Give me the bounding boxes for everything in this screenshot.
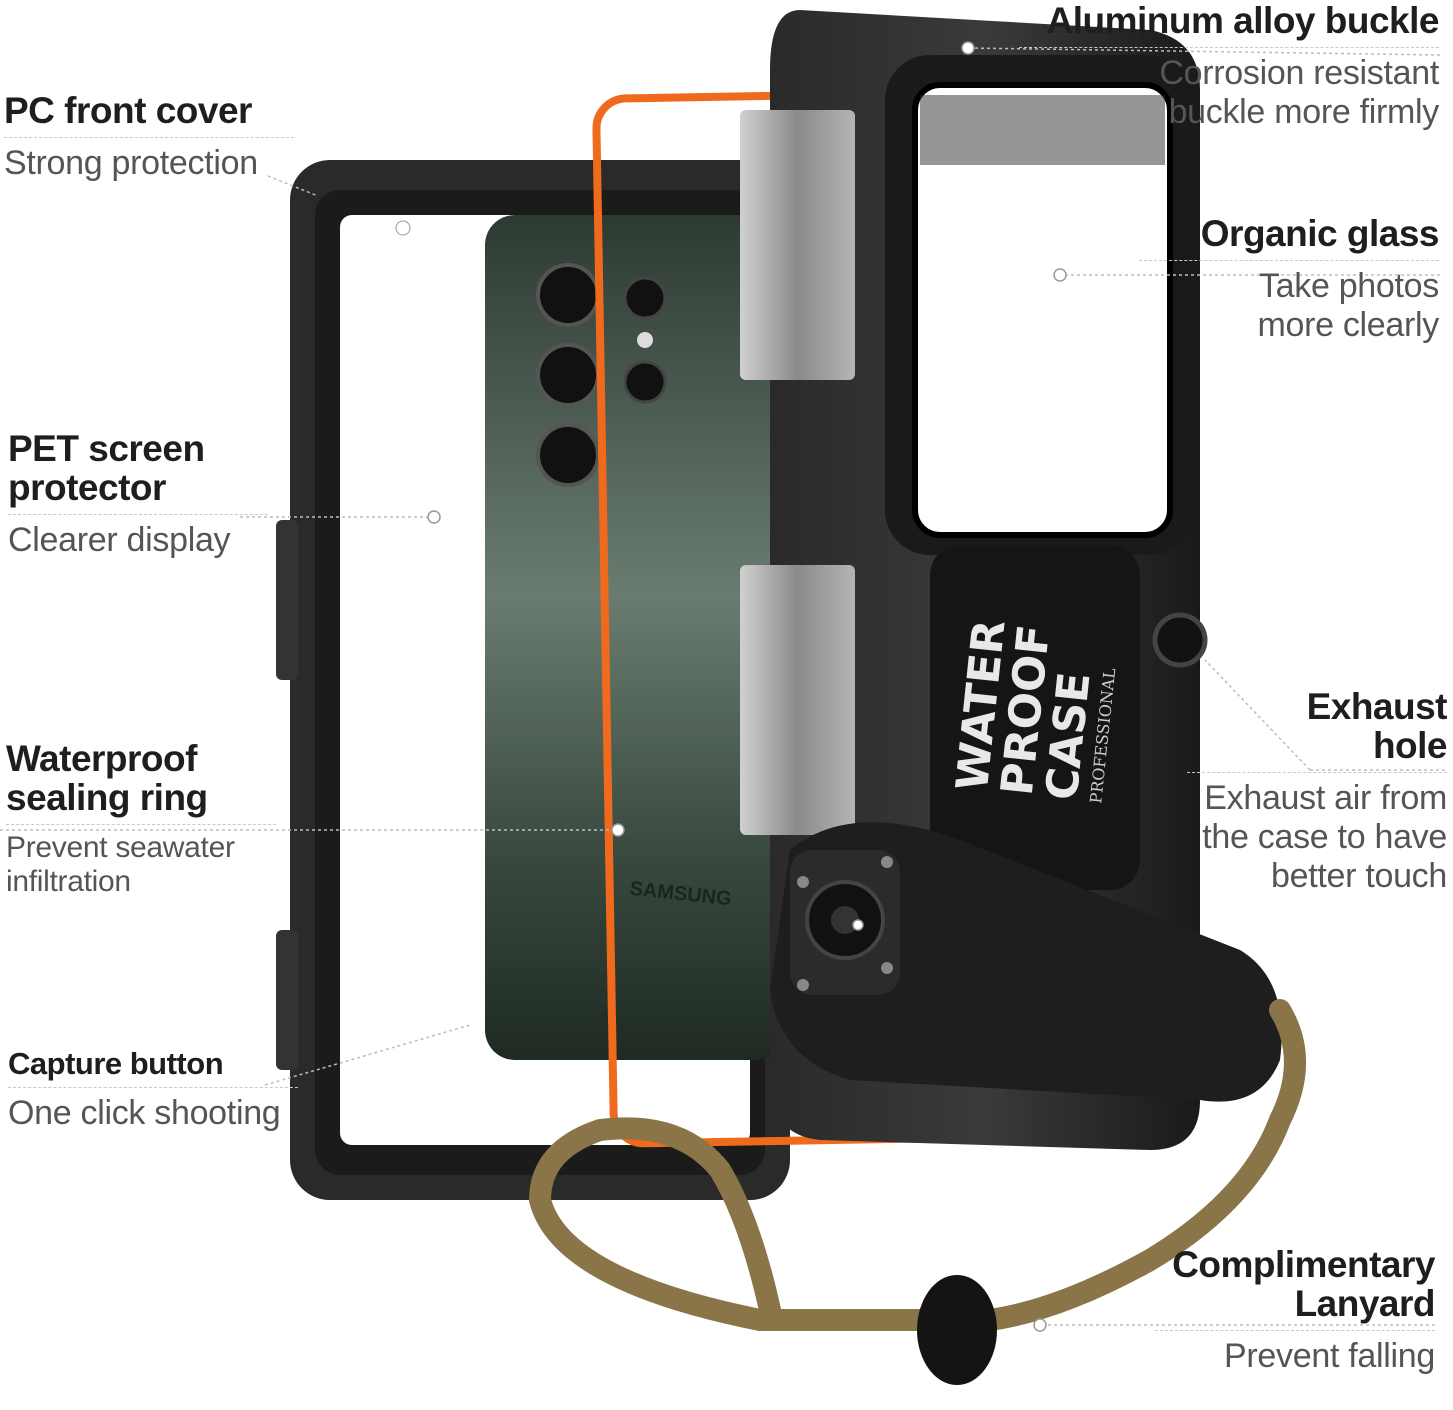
annotation-desc: Corrosion resistant: [1159, 53, 1439, 92]
annotation-desc: One click shooting: [8, 1093, 281, 1132]
annotation-organic-glass: Organic glass Take photos more clearly: [1139, 213, 1440, 345]
camera-lens-icon: [536, 423, 600, 487]
annotation-desc: the case to have: [1202, 817, 1447, 856]
annotation-desc: Strong protection: [4, 143, 258, 182]
phone: SAMSUNG: [485, 215, 785, 1060]
grip-handle: [770, 822, 1282, 1102]
annotation-title: Lanyard: [1294, 1282, 1436, 1324]
annotation-title: Waterproof: [6, 738, 197, 779]
annotation-title: Exhaust: [1306, 686, 1448, 727]
annotation-sealing-ring: Waterproof sealing ring Prevent seawater…: [6, 738, 276, 900]
annotation-divider: [8, 1086, 298, 1088]
leader-lines: [0, 47, 1445, 1326]
camera-lens-icon: [623, 360, 667, 404]
annotation-capture-button: Capture button One click shooting: [8, 1046, 298, 1133]
annotation-lanyard: Complimentary Lanyard Prevent falling: [1155, 1244, 1436, 1376]
cord-lock: [917, 1275, 997, 1385]
annotation-desc: Take photos: [1258, 266, 1439, 305]
aluminum-buckle: [740, 110, 855, 380]
annotation-exhaust-hole: Exhaust hole Exhaust air from the case t…: [1187, 686, 1448, 896]
annotation-divider: [8, 513, 268, 515]
annotation-title: Aluminum alloy buckle: [1046, 0, 1440, 41]
annotation-title: PET screen: [8, 428, 205, 469]
annotation-desc: Prevent falling: [1224, 1336, 1435, 1375]
camera-lens-icon: [623, 276, 667, 320]
annotation-title: sealing ring: [6, 776, 208, 818]
aluminum-buckle: [740, 565, 855, 835]
annotation-desc: Prevent seawater: [6, 830, 235, 864]
annotation-desc: more clearly: [1257, 305, 1439, 344]
annotation-title: PC front cover: [4, 90, 252, 131]
annotation-title: Complimentary: [1172, 1244, 1435, 1285]
annotation-title: Organic glass: [1200, 213, 1440, 254]
annotation-pc-front-cover: PC front cover Strong protection: [4, 90, 294, 183]
flash-icon: [637, 332, 653, 348]
annotation-divider: [1155, 1329, 1435, 1331]
annotation-desc: better touch: [1271, 856, 1447, 895]
annotation-divider: [4, 136, 294, 138]
camera-lens-icon: [536, 263, 600, 327]
exhaust-knob: [1152, 612, 1208, 668]
annotation-divider: [1187, 771, 1447, 773]
annotation-pet-screen: PET screen protector Clearer display: [8, 428, 268, 560]
annotation-divider: [1019, 46, 1439, 48]
back-case: Waterproof 15 meters WATER PROOF CASE PR…: [740, 10, 1208, 1150]
annotation-divider: [1139, 259, 1439, 261]
annotation-desc: Exhaust air from: [1204, 778, 1447, 817]
lanyard: [528, 999, 1306, 1385]
annotation-title: hole: [1372, 724, 1448, 766]
annotation-title: Capture button: [8, 1046, 224, 1081]
annotation-desc: infiltration: [6, 865, 131, 899]
annotation-title: protector: [8, 466, 166, 508]
annotation-desc: Clearer display: [8, 520, 231, 559]
annotation-divider: [6, 823, 276, 825]
annotation-desc: buckle more firmly: [1168, 92, 1440, 131]
leader-dots: [427, 41, 1067, 1332]
camera-lens-icon: [536, 343, 600, 407]
annotation-aluminum-buckle: Aluminum alloy buckle Corrosion resistan…: [1019, 0, 1440, 132]
